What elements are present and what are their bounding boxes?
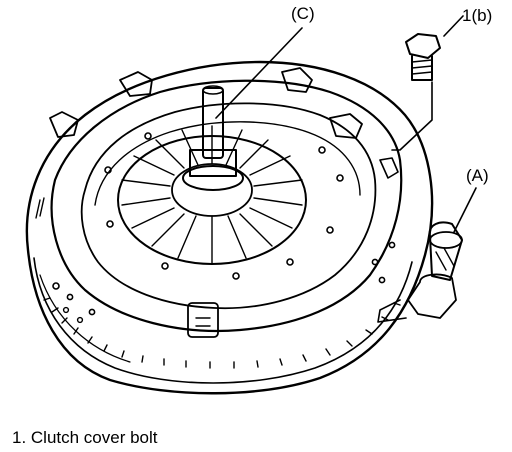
callout-c: (C): [291, 4, 315, 23]
flywheel: [25, 60, 434, 395]
diaphragm-spring: [117, 125, 307, 265]
leader-c: [215, 27, 303, 119]
flywheel-holder: [377, 221, 463, 323]
clutch-cover: [35, 67, 403, 338]
center-tool: [182, 85, 244, 191]
callout-1b: 1(b): [462, 6, 493, 25]
figure-caption: 1. Clutch cover bolt: [12, 428, 158, 447]
cover-bolt: [405, 33, 441, 81]
leader-b: [391, 15, 464, 151]
callout-a: (A): [466, 166, 489, 185]
leader-a: [453, 187, 477, 233]
